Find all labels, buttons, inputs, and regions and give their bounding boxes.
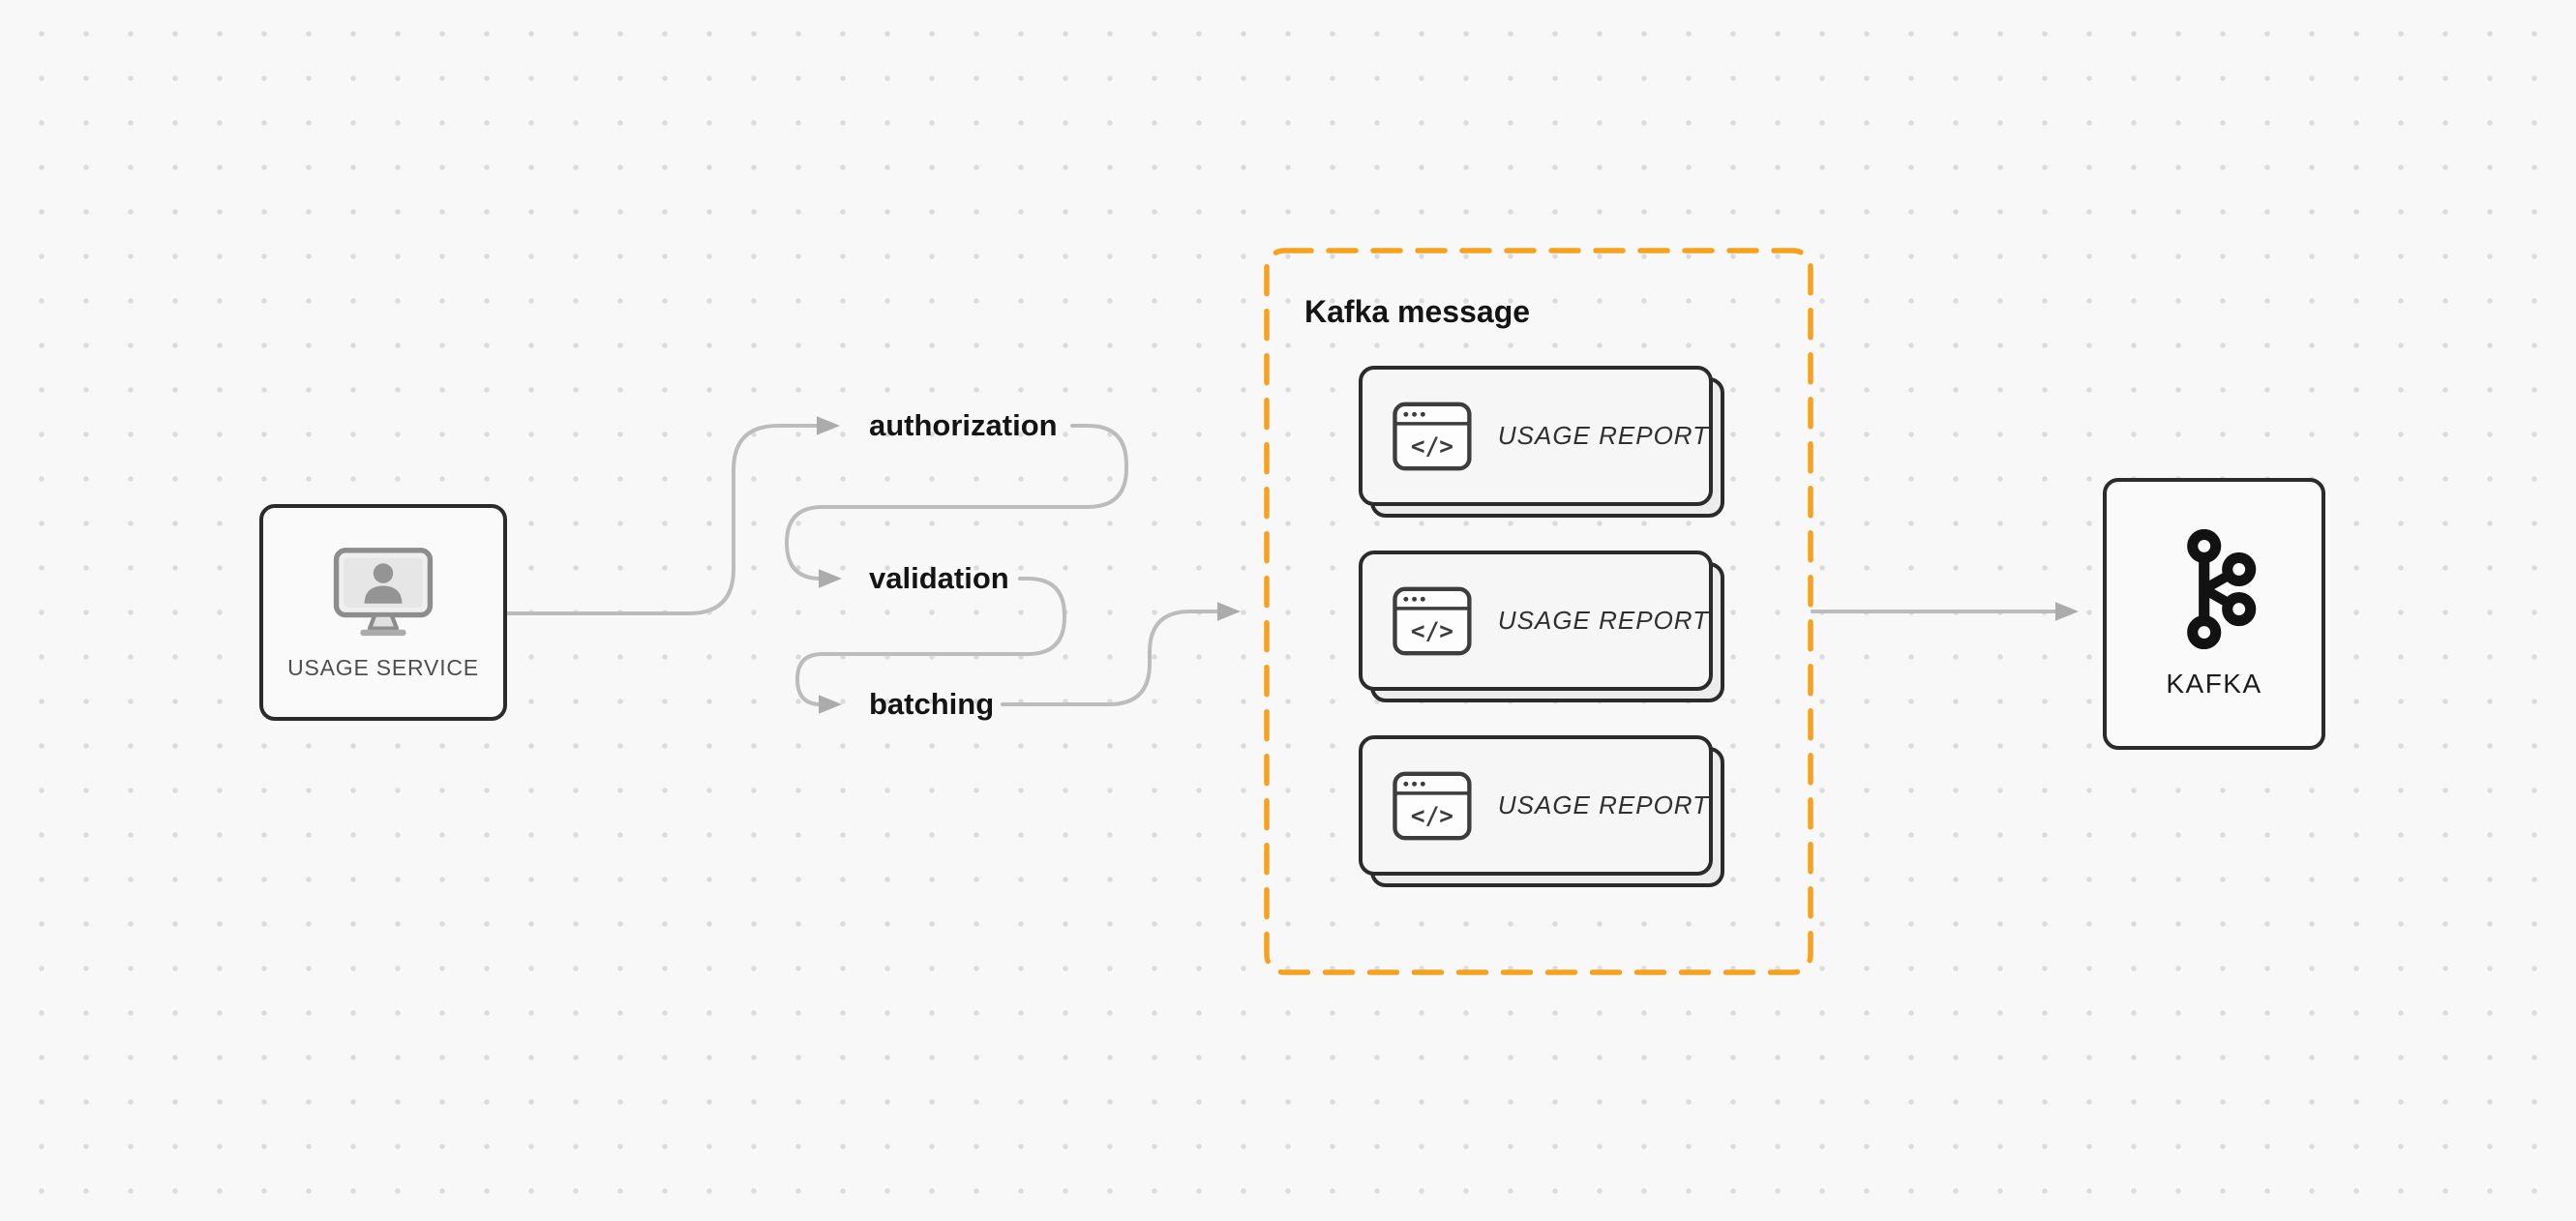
kafka-node: KAFKA [2103, 478, 2325, 750]
kafka-message-group-title: Kafka message [1304, 294, 1531, 329]
connector-usage-to-authorization [504, 416, 840, 615]
usage-report-card: </> USAGE REPORT [1359, 735, 1713, 876]
message-card: </> USAGE REPORT [1359, 551, 1724, 702]
connector-batching-to-group [1001, 602, 1241, 706]
message-card: </> USAGE REPORT [1359, 735, 1724, 887]
usage-report-label: USAGE REPORT [1497, 606, 1709, 635]
connector-authorization-to-validation [784, 424, 1128, 588]
usage-report-card: </> USAGE REPORT [1359, 551, 1713, 691]
usage-report-card: </> USAGE REPORT [1359, 366, 1713, 506]
message-card: </> USAGE REPORT [1359, 366, 1724, 518]
step-label-batching: batching [869, 687, 995, 721]
kafka-label: KAFKA [2166, 668, 2262, 699]
connector-validation-to-batching [794, 577, 1066, 714]
code-window-icon: </> [1393, 586, 1472, 655]
code-window-icon: </> [1393, 771, 1472, 840]
usage-report-label: USAGE REPORT [1497, 790, 1709, 819]
code-glyph: </> [1411, 616, 1453, 644]
code-window-icon: </> [1393, 402, 1472, 470]
monitor-user-icon [333, 547, 434, 636]
step-label-validation: validation [869, 561, 1009, 595]
code-glyph: </> [1411, 801, 1453, 829]
usage-service-node: USAGE SERVICE [259, 504, 507, 721]
usage-report-label: USAGE REPORT [1497, 421, 1709, 450]
step-label-authorization: authorization [869, 408, 1058, 442]
code-glyph: </> [1411, 432, 1453, 460]
usage-service-label: USAGE SERVICE [287, 654, 479, 680]
kafka-logo-icon [2187, 528, 2257, 649]
